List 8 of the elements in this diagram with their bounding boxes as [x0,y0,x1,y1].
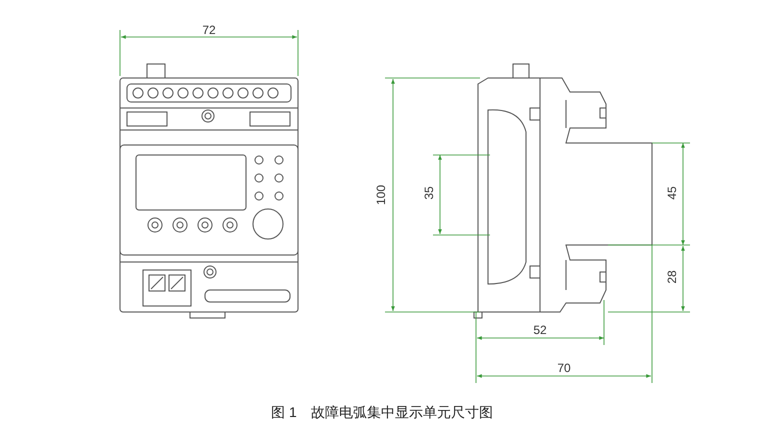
dimension-label: 72 [202,23,216,37]
dimension-label: 52 [533,323,547,337]
dimension-label: 35 [422,186,436,200]
dimension-label: 70 [557,361,571,375]
figure-caption: 图 1 故障电弧集中显示单元尺寸图 [270,404,494,422]
dimension-label: 45 [665,186,679,200]
dimension-label: 28 [665,270,679,284]
dimension-label: 100 [374,184,388,206]
